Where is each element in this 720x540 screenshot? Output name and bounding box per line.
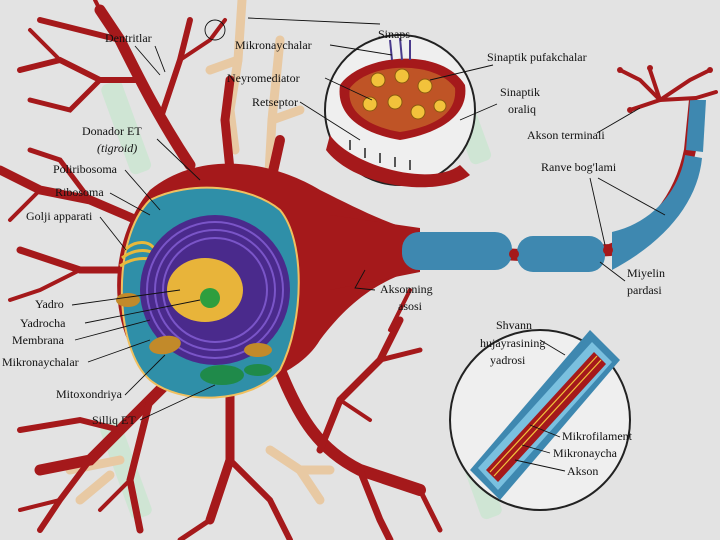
label-retseptor: Retseptor (252, 95, 298, 109)
leader-lines (71, 17, 666, 472)
label-miyelin-2: pardasi (627, 283, 662, 297)
label-shvann-2: hujayrasining (480, 336, 545, 350)
label-sinaptik-pufakchalar: Sinaptik pufakchalar (487, 50, 587, 64)
label-mikrofilament: Mikrofilament (562, 429, 633, 443)
label-yadrocha: Yadrocha (20, 316, 66, 330)
axon-cross-section-inset (449, 329, 631, 511)
smooth-er (200, 364, 272, 385)
label-akson: Akson (567, 464, 598, 478)
label-mikronaychalar-left: Mikronaychalar (2, 355, 79, 369)
label-ribosoma: Ribosoma (55, 185, 104, 199)
synaptic-vesicles (362, 68, 447, 120)
label-sinaptik-oraliq-1: Sinaptik (500, 85, 540, 99)
label-poliribosoma: Poliribosoma (53, 162, 118, 176)
myelin-sheath-2 (517, 236, 605, 272)
axon-hillock (330, 215, 420, 290)
label-mitoxondriya: Mitoxondriya (56, 387, 123, 401)
label-sinaps: Sinaps (378, 27, 410, 41)
label-miyelin-1: Miyelin (627, 266, 665, 280)
label-sinaptik-oraliq-2: oraliq (508, 102, 536, 116)
label-akson-asosi-1: Aksonning (380, 282, 433, 296)
label-shvann-1: Shvann (496, 318, 532, 332)
axon-terminal-buttons (617, 65, 713, 113)
label-ranve: Ranve bog'lami (541, 160, 617, 174)
dendrites (0, 0, 443, 540)
labels: Dentritlar Sinaps Mikronaychalar Sinapti… (2, 27, 665, 478)
label-dentritlar: Dentritlar (105, 31, 152, 45)
nucleolus (200, 288, 220, 308)
nuclear-envelope-er (146, 221, 284, 359)
node-of-ranvier-1 (509, 249, 519, 259)
label-akson-terminali: Akson terminali (527, 128, 605, 142)
myelin-sheath-3 (612, 155, 702, 270)
label-donador-et-2: (tigroid) (97, 141, 137, 155)
node-of-ranvier-2 (603, 245, 613, 255)
label-golji: Golji apparati (26, 209, 93, 223)
microtubules-synapse (389, 37, 411, 61)
label-neyromediator: Neyromediator (227, 71, 300, 85)
axon-terminal (618, 68, 718, 112)
label-mikronaychalar-top: Mikronaychalar (235, 38, 312, 52)
label-mikronaycha: Mikronaycha (553, 446, 618, 460)
synapse-inset (324, 34, 476, 188)
myelin-sheath-4 (686, 100, 706, 152)
label-donador-et-1: Donador ET (82, 124, 142, 138)
label-akson-asosi-2: asosi (398, 299, 423, 313)
label-membrana: Membrana (12, 333, 65, 347)
receptors (349, 140, 411, 170)
label-shvann-3: yadrosi (490, 353, 526, 367)
label-yadro: Yadro (35, 297, 64, 311)
myelin-sheath-1 (402, 232, 512, 270)
label-silliq-et: Silliq ET (92, 413, 136, 427)
myelinated-axon (402, 99, 706, 272)
